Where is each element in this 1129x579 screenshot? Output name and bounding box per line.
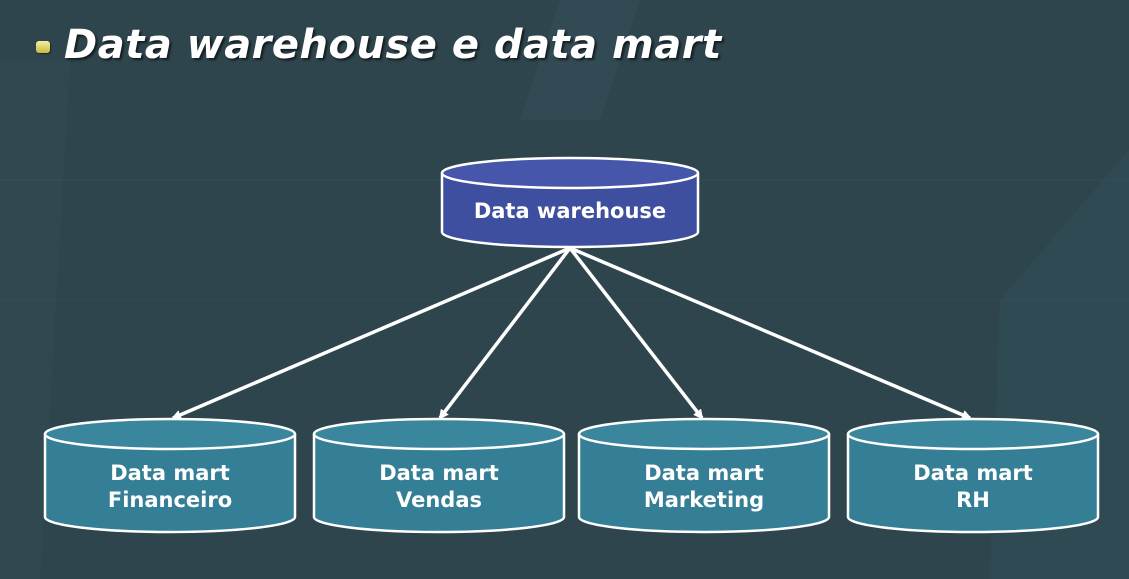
- bullet-icon: [36, 41, 50, 53]
- mart-label-line2: Financeiro: [108, 488, 232, 512]
- title-text: Data warehouse e data mart: [64, 22, 722, 68]
- mart-cylinder-vendas: Data mart Vendas: [312, 417, 566, 534]
- slide-title: Data warehouse e data mart: [36, 22, 722, 68]
- arrow-to-rh: [569, 246, 972, 420]
- mart-cylinder-financeiro: Data mart Financeiro: [43, 417, 297, 534]
- mart-label-line1: Data mart: [913, 461, 1033, 485]
- arrow-to-vendas: [438, 246, 572, 420]
- mart-label-line2: Vendas: [396, 488, 482, 512]
- warehouse-label: Data warehouse: [474, 199, 666, 223]
- arrows: [171, 246, 972, 420]
- mart-cylinder-marketing: Data mart Marketing: [577, 417, 831, 534]
- arrow-to-marketing: [568, 246, 704, 420]
- arrow-to-financeiro: [171, 246, 571, 420]
- mart-label-line2: Marketing: [644, 488, 764, 512]
- mart-label-line2: RH: [956, 488, 990, 512]
- warehouse-cylinder: Data warehouse: [440, 156, 700, 249]
- mart-label-line1: Data mart: [110, 461, 230, 485]
- mart-label-line1: Data mart: [644, 461, 764, 485]
- mart-cylinder-rh: Data mart RH: [846, 417, 1100, 534]
- mart-label-line1: Data mart: [379, 461, 499, 485]
